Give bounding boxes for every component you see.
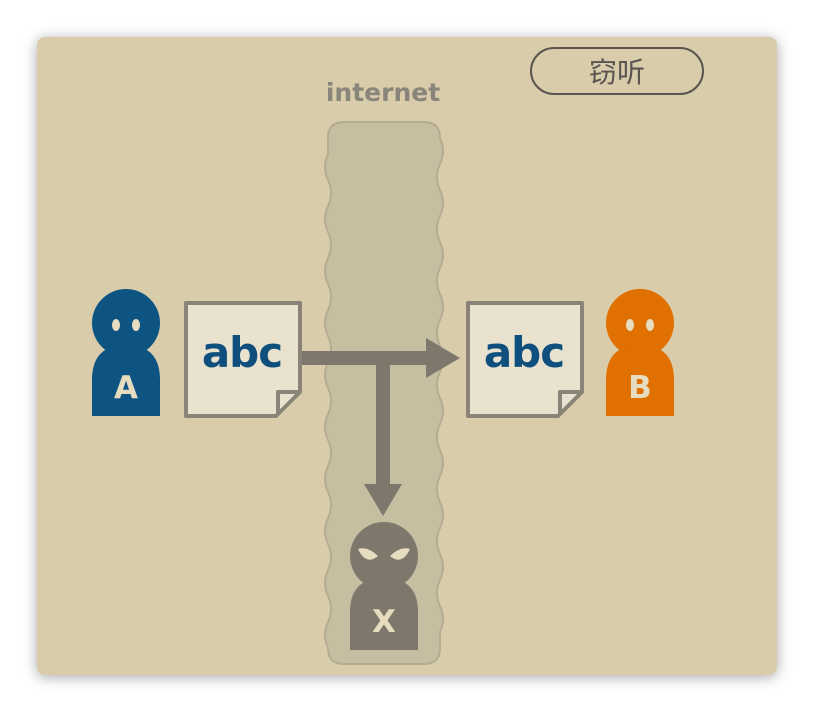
- person-b-label: B: [628, 370, 652, 406]
- receiver-document-icon: [466, 301, 584, 418]
- sender-document-icon: [184, 301, 302, 418]
- internet-label: internet: [325, 78, 441, 107]
- receiver-document-text: abc: [483, 328, 565, 377]
- eavesdropper-label: X: [372, 604, 396, 640]
- transmission-arrow: [300, 338, 460, 378]
- eavesdropping-badge: 窃听: [530, 47, 704, 95]
- intercept-arrow: [364, 358, 402, 516]
- eavesdropper-spy-icon: [350, 522, 418, 650]
- person-a-icon: [92, 289, 160, 416]
- sender-document-text: abc: [201, 328, 283, 377]
- person-a-label: A: [114, 370, 138, 406]
- person-b-icon: [606, 289, 674, 416]
